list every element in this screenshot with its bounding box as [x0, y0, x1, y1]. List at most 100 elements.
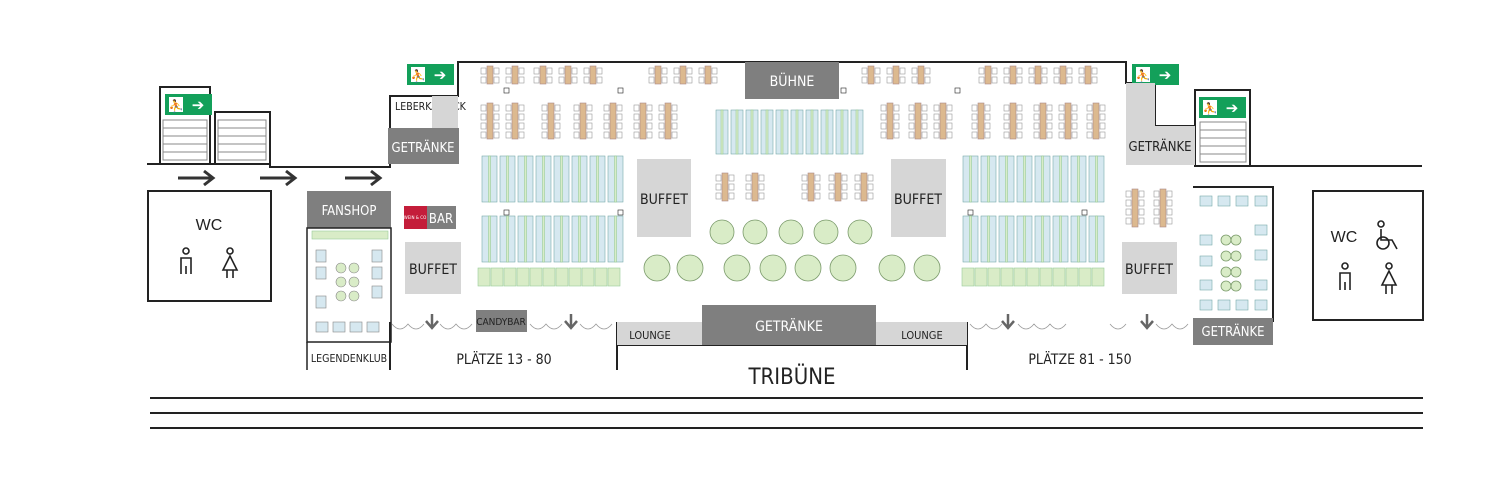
chair [1138, 208, 1145, 216]
bench [542, 267, 556, 287]
chair [1099, 131, 1106, 139]
chair [554, 104, 561, 112]
round-table [878, 254, 906, 282]
chair [874, 67, 881, 75]
bench [840, 109, 844, 155]
tan-table [807, 172, 815, 202]
chair [658, 113, 665, 121]
chair [728, 192, 735, 200]
chair [505, 122, 512, 130]
chair [854, 183, 861, 191]
seating-area [477, 65, 1268, 311]
chair [1091, 67, 1098, 75]
chair [671, 122, 678, 130]
chair [911, 67, 918, 75]
bench [795, 109, 799, 155]
male-icon [180, 247, 192, 274]
chair [603, 131, 610, 139]
buffet-label: BUFFET [640, 192, 688, 208]
getraenke-center: LOUNGE GETRÄNKE LOUNGE [617, 305, 967, 345]
chair [573, 113, 580, 121]
wc-right: WC [1312, 190, 1424, 321]
chair [586, 131, 593, 139]
chair [546, 76, 553, 84]
chair [1033, 122, 1040, 130]
chair [728, 183, 735, 191]
chair [493, 67, 500, 75]
tan-table [511, 102, 519, 140]
small-round-table [1230, 280, 1242, 292]
chair [1033, 104, 1040, 112]
chair [1028, 67, 1035, 75]
buffet-left: BUFFET [405, 242, 461, 294]
small-round-table [1230, 250, 1242, 262]
chair [480, 76, 487, 84]
chair [518, 76, 525, 84]
bench [1077, 215, 1080, 263]
plaetze-left-label: PLÄTZE 13 - 80 [456, 350, 551, 368]
tan-table [486, 102, 494, 140]
bench [488, 155, 491, 203]
chair [814, 174, 821, 182]
chair [596, 76, 603, 84]
small-round-table [1220, 250, 1232, 262]
chair [971, 131, 978, 139]
tan-table [609, 102, 617, 140]
chair [596, 67, 603, 75]
chair [933, 131, 940, 139]
bench [780, 109, 784, 155]
chair [648, 76, 655, 84]
getraenke-label: GETRÄNKE [392, 140, 455, 156]
chair [908, 104, 915, 112]
bench [1059, 155, 1062, 203]
chair [1058, 113, 1065, 121]
chair [854, 174, 861, 182]
chair [745, 183, 752, 191]
blue-table [1199, 234, 1213, 246]
plaetze-right-label: PLÄTZE 81 - 150 [1028, 350, 1131, 368]
chair [1066, 76, 1073, 84]
candybar-label: CANDYBAR [476, 317, 526, 328]
chair [505, 67, 512, 75]
chair [1003, 122, 1010, 130]
chair [946, 113, 953, 121]
tan-table [984, 65, 992, 85]
buffet-center-left: BUFFET [637, 159, 691, 237]
chair [1016, 122, 1023, 130]
bench [1005, 215, 1008, 263]
chair [571, 76, 578, 84]
bench [1059, 215, 1062, 263]
chair [558, 76, 565, 84]
blue-table [1199, 255, 1213, 267]
chair [1138, 199, 1145, 207]
chair [673, 76, 680, 84]
chair [899, 76, 906, 84]
bench [506, 215, 509, 263]
chair [854, 192, 861, 200]
getraenke-label: GETRÄNKE [755, 317, 823, 335]
chair [946, 104, 953, 112]
chair [686, 76, 693, 84]
chair [633, 104, 640, 112]
bench [1039, 267, 1053, 287]
chair [480, 122, 487, 130]
bench [1023, 155, 1026, 203]
bench [1005, 155, 1008, 203]
bench [1065, 267, 1079, 287]
exit-sign-icon: ⛹ ➔ [1199, 97, 1246, 118]
chair [633, 131, 640, 139]
blue-table [1217, 299, 1231, 311]
bench [1052, 267, 1066, 287]
chair [1086, 131, 1093, 139]
chair [1125, 217, 1132, 225]
chair [711, 67, 718, 75]
round-table [794, 254, 822, 282]
chair [1046, 131, 1053, 139]
chair [1125, 190, 1132, 198]
tan-table [914, 102, 922, 140]
bench [750, 109, 754, 155]
chair [874, 76, 881, 84]
wc-label: WC [1331, 229, 1358, 246]
chair [583, 76, 590, 84]
chair [1166, 217, 1173, 225]
